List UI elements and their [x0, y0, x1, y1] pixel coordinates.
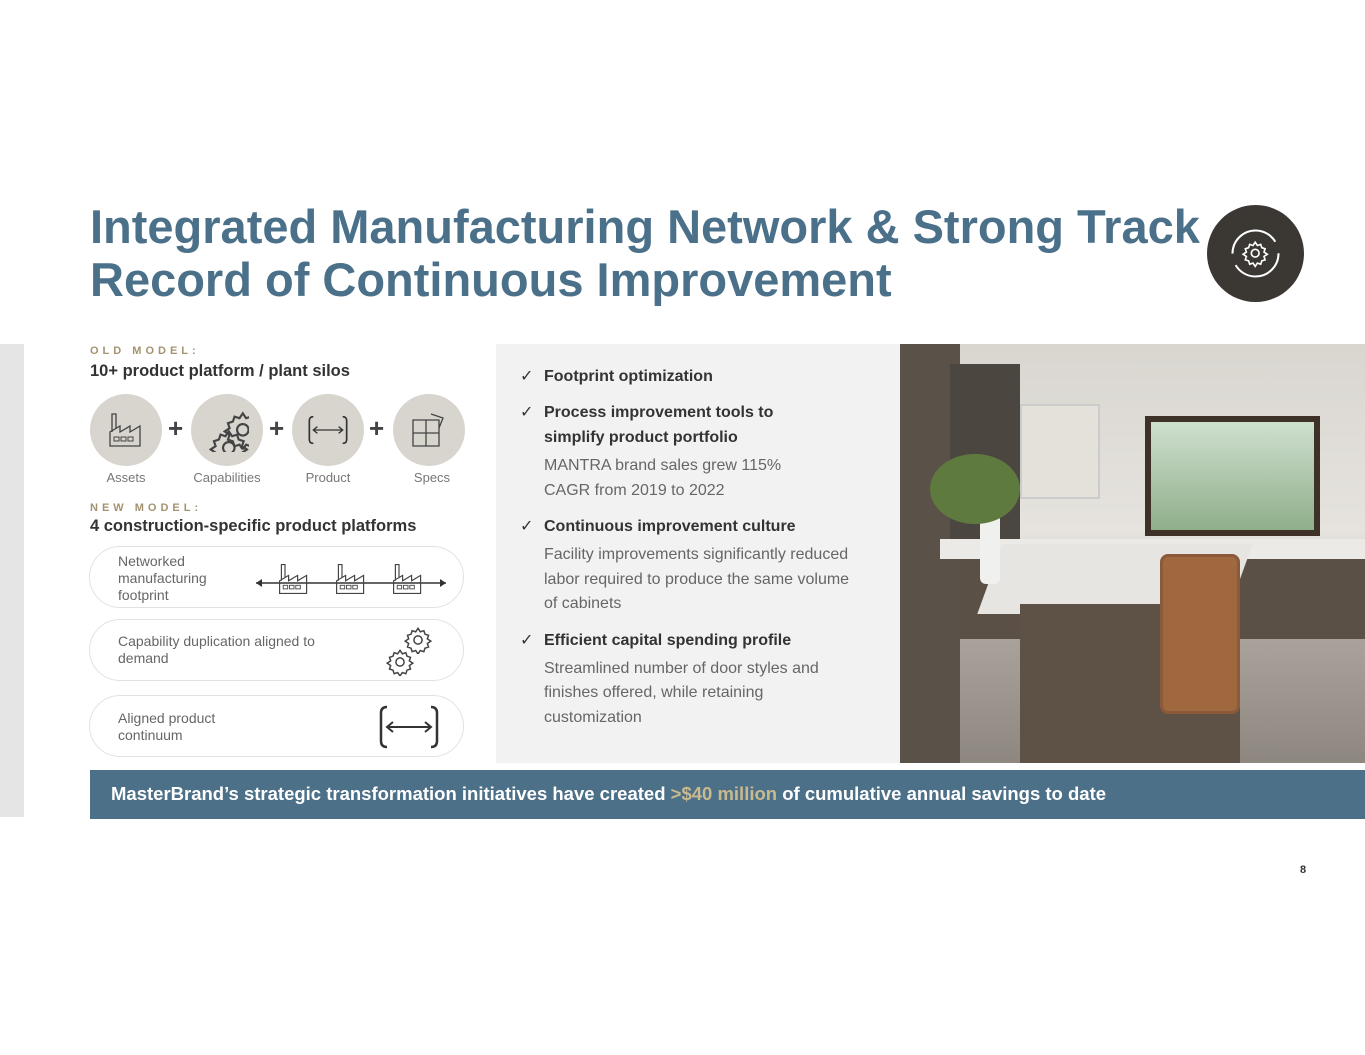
banner-highlight: >$40 million: [670, 783, 778, 804]
gear-refresh-icon: [1207, 205, 1304, 302]
product-caption: Product: [305, 470, 351, 485]
puzzle-icon: [393, 394, 465, 466]
checklist-body: Facility improvements significantly redu…: [544, 546, 850, 612]
new-model-item: Aligned product continuum: [89, 695, 464, 757]
page-number: 8: [1300, 864, 1307, 876]
checklist-item: Process improvement tools to simplify pr…: [520, 400, 820, 503]
plus-sign: +: [168, 413, 184, 443]
checklist-heading: Continuous improvement culture: [520, 514, 850, 539]
networked-factories-icon: [256, 563, 446, 595]
item-label: Aligned product continuum: [118, 710, 216, 743]
assets-caption: Assets: [106, 470, 146, 485]
old-model-label: OLD MODEL:: [90, 345, 200, 357]
banner-text: MasterBrand’s strategic transformation i…: [111, 783, 671, 804]
slide-title: Integrated Manufacturing Network & Stron…: [90, 200, 1200, 306]
kitchen-photo: [900, 344, 1365, 763]
bracket-arrow-icon: [292, 394, 364, 466]
checklist-body: MANTRA brand sales grew 115% CAGR from 2…: [544, 457, 782, 499]
capabilities-caption: Capabilities: [193, 470, 261, 485]
checklist-body: Streamlined number of door styles and fi…: [544, 659, 819, 726]
checklist-heading: Footprint optimization: [520, 364, 880, 389]
checklist-item: Footprint optimization: [520, 364, 880, 389]
factory-icon: [90, 394, 162, 466]
checklist-item: Efficient capital spending profileStream…: [520, 628, 840, 731]
new-model-item: Networked manufacturing footprint: [89, 546, 464, 608]
banner-text-end: of cumulative annual savings to date: [777, 783, 1107, 804]
item-label: Networked manufacturing footprint: [118, 553, 207, 603]
side-accent-bar: [0, 344, 24, 817]
gears-icon: [386, 627, 432, 676]
new-model-heading: 4 construction-specific product platform…: [90, 517, 417, 535]
specs-caption: Specs: [413, 470, 451, 485]
old-model-heading: 10+ product platform / plant silos: [90, 362, 350, 380]
checklist-heading: Process improvement tools to simplify pr…: [520, 400, 820, 450]
savings-banner: MasterBrand’s strategic transformation i…: [90, 770, 1365, 819]
checklist: Footprint optimization Process improveme…: [520, 364, 880, 730]
bracket-arrow-icon: [378, 705, 440, 749]
gears-icon: [191, 394, 263, 466]
item-label: Capability duplication aligned to demand: [118, 633, 315, 666]
plus-sign: +: [369, 413, 385, 443]
checklist-heading: Efficient capital spending profile: [520, 628, 840, 653]
plus-sign: +: [269, 413, 285, 443]
new-model-item: Capability duplication aligned to demand: [89, 619, 464, 681]
new-model-label: NEW MODEL:: [90, 502, 203, 514]
